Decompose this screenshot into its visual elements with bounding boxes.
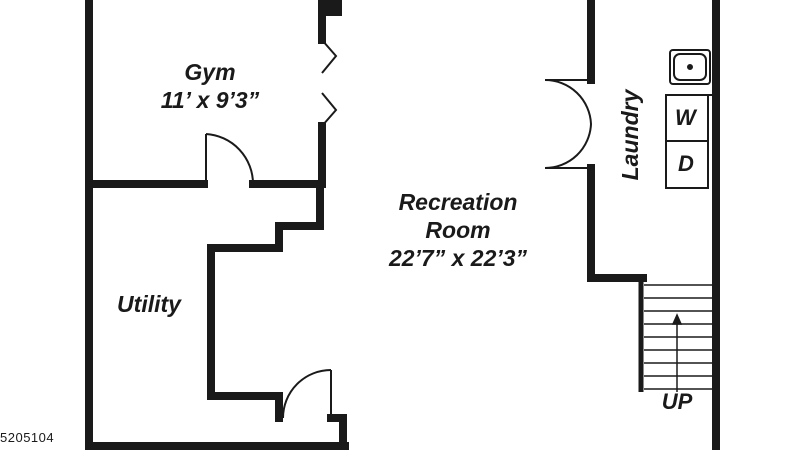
gym-bifold-door[interactable] bbox=[321, 39, 338, 127]
gym-dimensions: 11’ x 9’3” bbox=[160, 87, 260, 114]
staircase[interactable] bbox=[644, 284, 713, 390]
utility-wall-bottom-right bbox=[327, 414, 347, 450]
laundry-room-name: Laundry bbox=[616, 89, 643, 181]
utility-enclosure-wall bbox=[207, 180, 324, 422]
gym-label: Gym 11’ x 9’3” bbox=[140, 58, 280, 114]
laundry-double-door[interactable] bbox=[544, 78, 592, 170]
laundry-label: Laundry bbox=[616, 80, 644, 190]
utility-room-name: Utility bbox=[117, 291, 181, 317]
laundry-wall-lower bbox=[587, 164, 647, 282]
recreation-room-label: Recreation Room 22’7” x 22’3” bbox=[358, 188, 558, 272]
laundry-sink bbox=[669, 49, 711, 85]
utility-swing-door[interactable] bbox=[282, 369, 332, 419]
recreation-room-name-line1: Recreation bbox=[398, 189, 518, 215]
recreation-room-name-line2: Room bbox=[425, 217, 491, 244]
column-post bbox=[318, 0, 342, 16]
washer-dryer-units bbox=[665, 94, 712, 189]
stair-up-arrow-icon bbox=[671, 313, 683, 392]
stairs-up-label: UP bbox=[652, 389, 702, 416]
gym-swing-door[interactable] bbox=[205, 133, 255, 185]
listing-id: 5205104 bbox=[0, 430, 55, 445]
dryer-label: D bbox=[678, 151, 694, 176]
recreation-room-dimensions: 22’7” x 22’3” bbox=[388, 245, 528, 272]
gym-room-name: Gym bbox=[184, 59, 236, 85]
washer-label: W bbox=[675, 105, 696, 130]
utility-label: Utility bbox=[104, 290, 194, 318]
stairs-up-text: UP bbox=[661, 389, 693, 414]
